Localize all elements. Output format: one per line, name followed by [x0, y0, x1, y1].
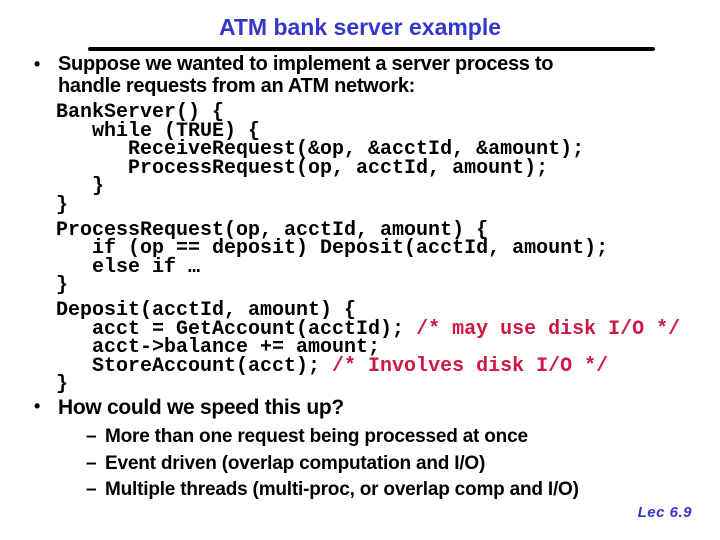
bullet-dot-icon: • [34, 396, 41, 416]
sub-bullet: –Multiple threads (multi-proc, or overla… [86, 477, 579, 504]
code-line: else if … [56, 255, 680, 279]
code-line: } [56, 274, 680, 298]
lecture-number: Lec 6.9 [637, 504, 692, 521]
title-underline [88, 47, 655, 51]
code-text: } [56, 274, 69, 298]
text-line: Suppose we wanted to implement a server … [58, 53, 554, 75]
code-text: while (TRUE) { [56, 119, 261, 143]
code-line: BankServer() { [56, 101, 680, 124]
sub-bullet: –More than one request being processed a… [86, 424, 579, 451]
code-text: Deposit(acctId, amount) { [56, 298, 357, 322]
code-text: StoreAccount(acct); [56, 354, 333, 378]
sub-bullet-text: Multiple threads (multi-proc, or overlap… [105, 479, 579, 501]
dash-marker-icon: – [86, 479, 97, 501]
code-text: ProcessRequest(op, acctId, amount) { [56, 218, 489, 242]
text-line: handle requests from an ATM network: [58, 74, 416, 97]
bullet-dot-icon: • [34, 54, 41, 74]
code-line: } [56, 175, 680, 199]
sub-bullet-text: Event driven (overlap computation and I/… [105, 452, 486, 474]
code-line: while (TRUE) { [56, 119, 680, 143]
sub-bullet-list: –More than one request being processed a… [86, 424, 579, 504]
code-text: acct = GetAccount(acctId); [56, 317, 417, 341]
bullet-suppose: • Suppose we wanted to implement a serve… [34, 53, 694, 97]
sub-bullet-text: More than one request being processed at… [105, 426, 528, 447]
code-text: } [56, 175, 105, 199]
code-text: if (op == deposit) Deposit(acctId, amoun… [56, 237, 609, 261]
code-line: acct->balance += amount; [56, 336, 680, 360]
bullet-suppose-text: Suppose we wanted to implement a server … [58, 53, 554, 97]
code-block: BankServer() { while (TRUE) { ReceiveReq… [56, 101, 681, 397]
code-line: StoreAccount(acct); /* Involves disk I/O… [56, 354, 680, 378]
code-line: if (op == deposit) Deposit(acctId, amoun… [56, 237, 680, 261]
sub-bullet: –Event driven (overlap computation and I… [86, 451, 579, 478]
code-line: Deposit(acctId, amount) { [56, 298, 680, 322]
code-text: BankServer() { [56, 101, 225, 124]
code-text: ReceiveRequest(&op, &acctId, &amount); [56, 138, 585, 162]
slide-title: ATM bank server example [218, 14, 502, 40]
code-text: } [56, 193, 69, 217]
dash-marker-icon: – [86, 426, 97, 447]
code-text: ProcessRequest(op, acctId, amount); [56, 156, 549, 180]
bullet-speedup: • How could we speed this up? [34, 396, 344, 420]
code-line: ProcessRequest(op, acctId, amount); [56, 156, 680, 180]
code-line: acct = GetAccount(acctId); /* may use di… [56, 317, 681, 341]
dash-marker-icon: – [86, 452, 97, 474]
code-line: ReceiveRequest(&op, &acctId, &amount); [56, 138, 680, 162]
code-comment: /* Involves disk I/O */ [332, 354, 609, 378]
code-text: } [56, 373, 69, 397]
code-line: } [56, 193, 680, 217]
code-text: else if … [56, 255, 201, 279]
bullet-speedup-text: How could we speed this up? [58, 396, 344, 419]
code-text: acct->balance += amount; [56, 336, 381, 360]
code-comment: /* may use disk I/O */ [416, 317, 681, 341]
code-line: ProcessRequest(op, acctId, amount) { [56, 218, 680, 242]
code-line: } [56, 373, 680, 397]
